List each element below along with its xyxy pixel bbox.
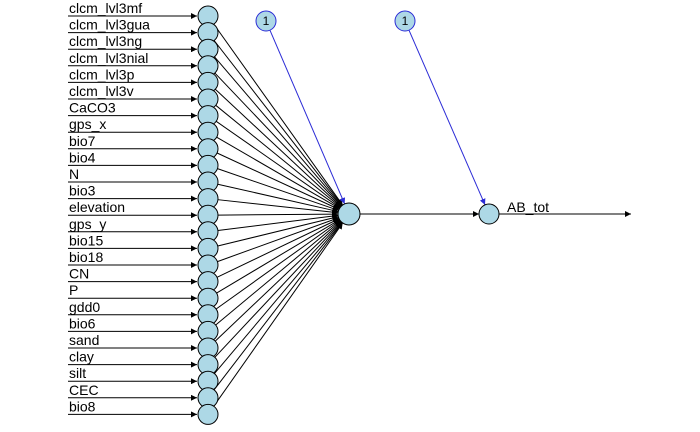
input-label: P	[69, 282, 78, 298]
input-node	[197, 403, 219, 425]
input-label: CaCO3	[69, 100, 116, 116]
output-bias-label: 1	[402, 14, 409, 28]
weight-line	[217, 216, 339, 263]
input-label: clay	[69, 349, 94, 365]
input-label: N	[69, 166, 79, 182]
input-label: clcm_lvl3gua	[69, 17, 150, 33]
input-label: CN	[69, 266, 89, 282]
input-label: sand	[69, 332, 99, 348]
weight-line	[213, 40, 343, 206]
input-label: bio15	[69, 232, 103, 248]
weight-line	[217, 213, 339, 232]
input-label: silt	[69, 365, 86, 381]
weight-line	[214, 221, 342, 358]
bias-links	[269, 29, 486, 206]
input-label: bio4	[69, 149, 96, 165]
weight-line	[216, 218, 340, 278]
weight-line	[216, 152, 340, 210]
weight-line	[215, 220, 341, 326]
weight-line	[215, 120, 341, 209]
bias-link	[408, 29, 486, 206]
output-node	[478, 203, 500, 225]
input-label: bio7	[69, 133, 96, 149]
bias-link	[269, 29, 346, 205]
input-label: bio8	[69, 398, 96, 414]
weight-line	[213, 23, 344, 206]
weight-line	[217, 168, 339, 212]
input-label: elevation	[69, 199, 125, 215]
hidden-bias-node	[255, 10, 277, 32]
input-label: gps_x	[69, 116, 106, 132]
input-label: gps_y	[69, 216, 106, 232]
weight-line	[216, 219, 340, 294]
weight-line	[217, 211, 339, 218]
nodes	[197, 5, 500, 425]
input-arrows	[68, 13, 197, 418]
input-label: clcm_lvl3ng	[69, 33, 142, 49]
input-label: clcm_lvl3mf	[69, 0, 142, 16]
hidden-bias-label: 1	[263, 14, 270, 28]
weight-line	[214, 222, 343, 374]
weight-line	[213, 222, 344, 407]
input-label: clcm_lvl3nial	[69, 50, 148, 66]
hidden-node	[337, 202, 361, 226]
input-label: gdd0	[69, 299, 100, 315]
input-label: clcm_lvl3v	[69, 83, 134, 99]
weight-line	[214, 88, 342, 207]
weight-line	[215, 219, 341, 310]
weight-line	[213, 222, 343, 391]
input-label: CEC	[69, 382, 99, 398]
input-label: bio3	[69, 183, 96, 199]
weight-lines	[213, 23, 631, 407]
weight-line	[214, 56, 343, 206]
weight-line	[214, 72, 342, 207]
weight-line	[217, 199, 339, 216]
weight-line	[216, 136, 340, 209]
output-bias-node	[394, 10, 416, 32]
weight-line	[217, 183, 339, 214]
weight-line	[217, 215, 339, 247]
input-label: clcm_lvl3p	[69, 66, 135, 82]
input-label: bio18	[69, 249, 103, 265]
input-label: bio6	[69, 315, 96, 331]
output-label: AB_tot	[507, 199, 549, 215]
weight-line	[215, 104, 341, 208]
labels: clcm_lvl3mfclcm_lvl3guaclcm_lvl3ngclcm_l…	[69, 0, 549, 414]
weight-line	[214, 221, 342, 342]
